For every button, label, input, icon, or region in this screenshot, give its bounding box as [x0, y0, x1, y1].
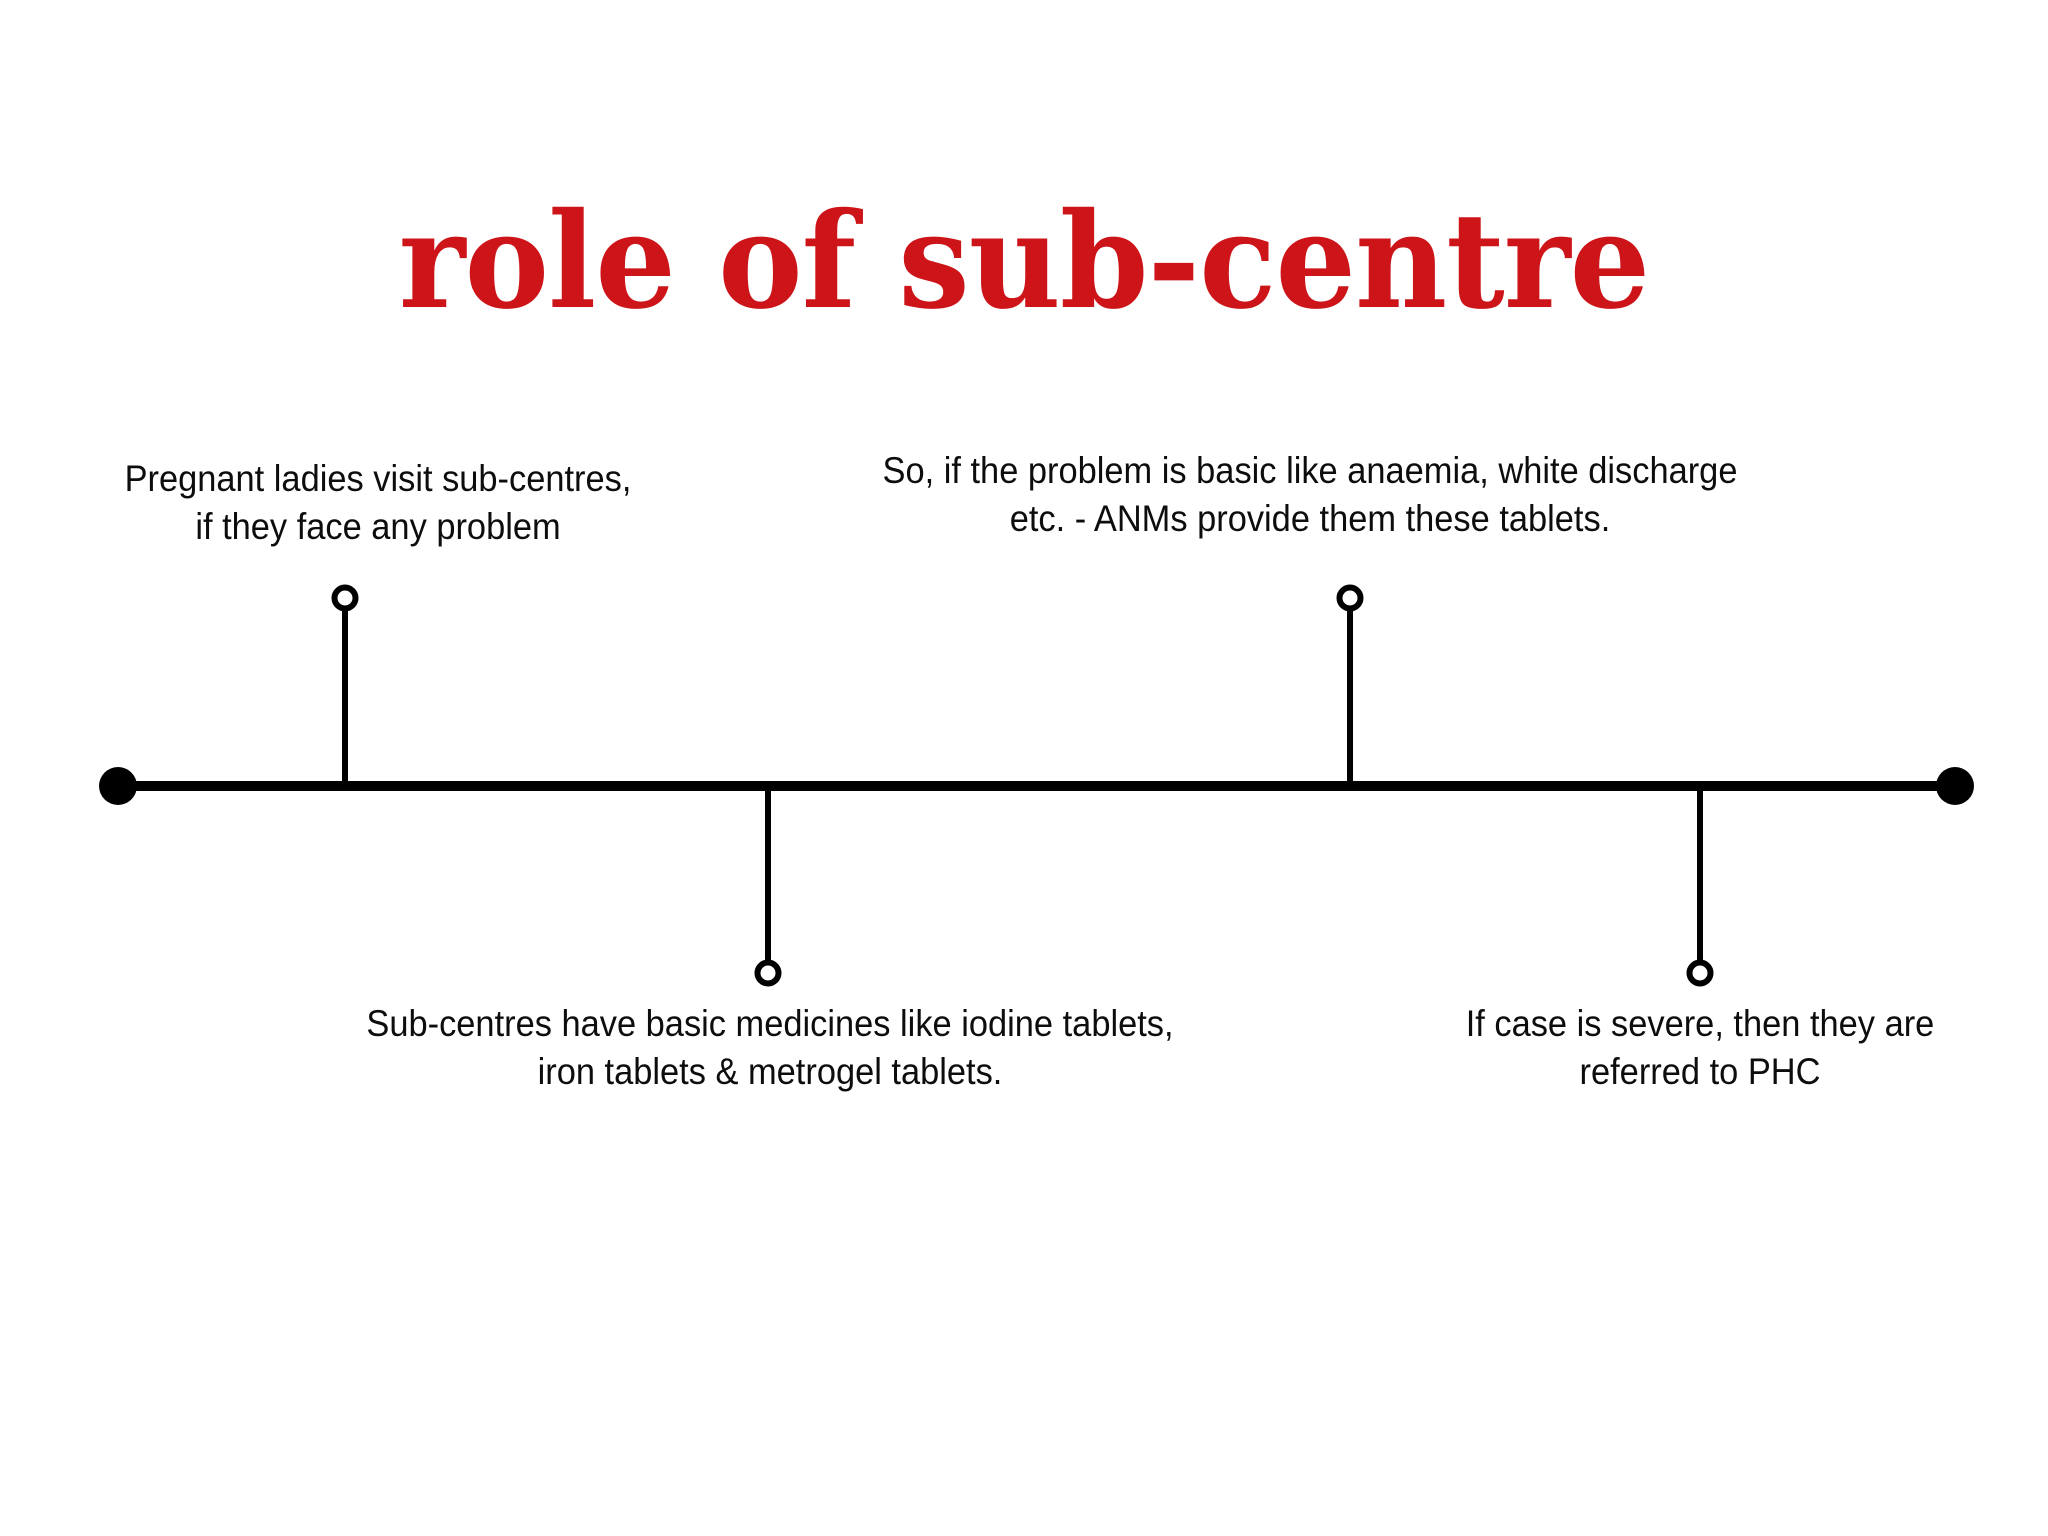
milestone-4-marker-icon[interactable] — [1686, 959, 1714, 987]
milestone-2-marker-icon[interactable] — [1336, 584, 1364, 612]
milestone-1-label: Pregnant ladies visit sub-centres, if th… — [124, 458, 632, 548]
milestone-1-marker-icon[interactable] — [331, 584, 359, 612]
page-title: role of sub-centre — [398, 184, 1651, 339]
timeline-end-dot[interactable] — [1936, 767, 1974, 805]
milestone-2-label: So, if the problem is basic like anaemia… — [882, 450, 1738, 540]
timeline-start-dot[interactable] — [99, 767, 137, 805]
milestone-4-label: If case is severe, then they are referre… — [1465, 1003, 1935, 1093]
milestone-3-label: Sub-centres have basic medicines like io… — [366, 1003, 1174, 1093]
milestone-3-marker-icon[interactable] — [754, 959, 782, 987]
